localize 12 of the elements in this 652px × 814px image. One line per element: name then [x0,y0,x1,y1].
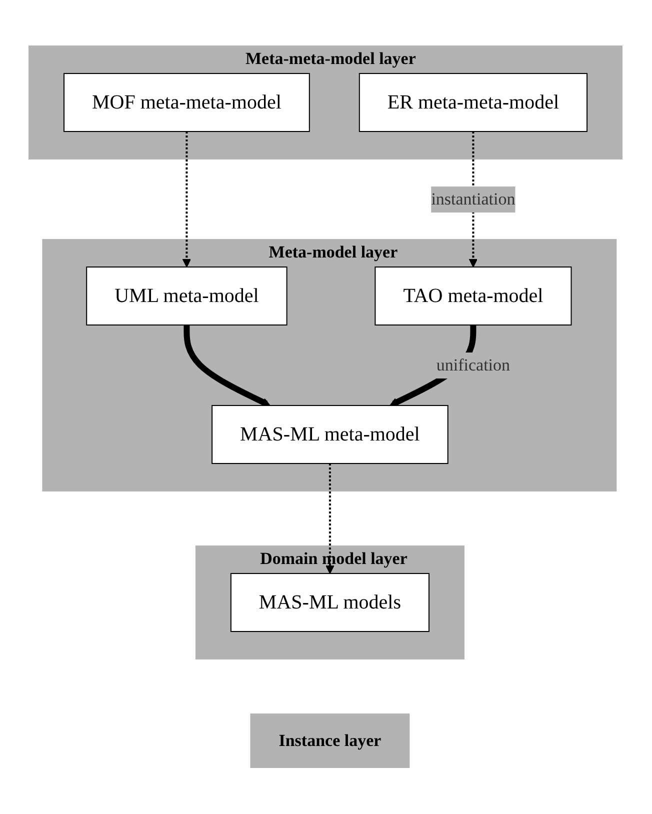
node-box: MOF meta-meta-model [64,73,310,132]
edge-label: instantiation [432,190,516,209]
arrow [184,325,271,407]
node-box: MAS-ML meta-model [212,405,449,464]
node-box: MAS-ML models [230,573,430,632]
node-box: UML meta-model [86,266,288,326]
node-box: ER meta-meta-model [359,73,588,132]
edge-label: unification [436,356,511,375]
node-box: TAO meta-model [375,266,572,326]
arrow [182,132,192,268]
node-box: Instance layer [250,714,410,768]
arrow [326,464,335,574]
